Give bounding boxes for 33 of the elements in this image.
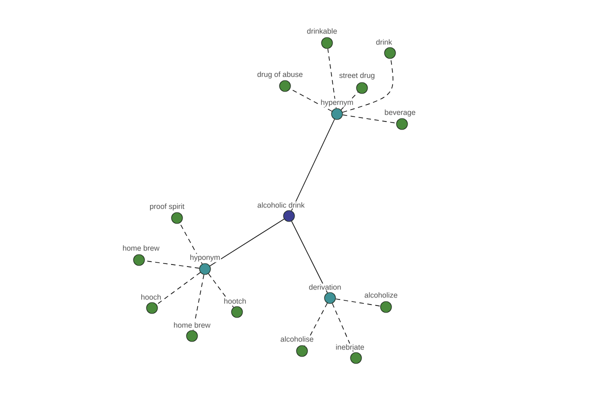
connector-line xyxy=(342,58,394,113)
node-dot xyxy=(324,292,336,304)
connector-line xyxy=(340,92,358,110)
connector-line xyxy=(291,118,335,212)
connector-line xyxy=(291,220,328,294)
node-dot xyxy=(396,118,408,130)
node-dot xyxy=(350,352,362,364)
node-dot xyxy=(199,263,211,275)
connector-line xyxy=(332,302,354,354)
connector-line xyxy=(327,48,337,109)
connector-line xyxy=(208,273,234,308)
node-dot xyxy=(384,47,396,59)
connector-line xyxy=(179,222,203,264)
node-dot xyxy=(231,306,243,318)
node-dot xyxy=(171,212,183,224)
node-dot xyxy=(283,210,295,222)
node-dot xyxy=(133,254,145,266)
node-dot xyxy=(296,345,308,357)
node-dot xyxy=(321,37,333,49)
connector-line xyxy=(210,218,284,266)
connector-line xyxy=(304,302,328,346)
node-dot xyxy=(331,108,343,120)
node-dot xyxy=(380,301,392,313)
connector-line xyxy=(335,298,381,306)
node-dot xyxy=(356,82,368,94)
connector-line xyxy=(156,272,201,305)
connector-line xyxy=(290,88,332,112)
connector-line xyxy=(342,114,397,124)
node-dot xyxy=(186,330,198,342)
node-dot xyxy=(146,302,158,314)
connector-line xyxy=(192,274,204,331)
node-dot xyxy=(279,80,291,92)
connector-line xyxy=(144,260,200,269)
